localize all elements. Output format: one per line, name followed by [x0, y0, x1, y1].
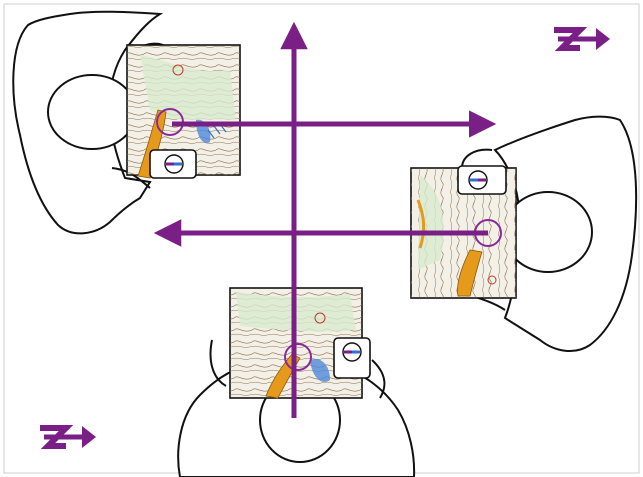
compass	[150, 150, 196, 178]
head	[504, 192, 592, 272]
north-arrow-icon	[40, 426, 96, 448]
compass	[334, 338, 370, 378]
compass	[458, 166, 506, 194]
head	[48, 75, 136, 149]
north-arrow-icon	[554, 28, 610, 50]
